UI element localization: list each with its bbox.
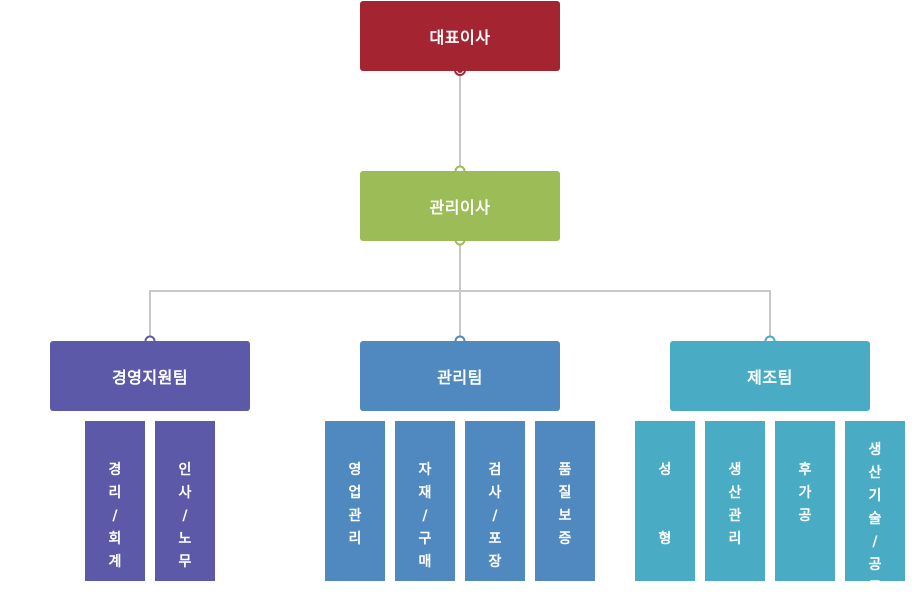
team-admin: 관리팀 <box>360 341 560 411</box>
team-manufacturing: 제조팀 <box>670 341 870 411</box>
team-management-support: 경영지원팀 <box>50 341 250 411</box>
team-label: 경영지원팀 <box>111 368 189 387</box>
ceo-label: 대표이사 <box>429 28 491 47</box>
executive-box: 관리이사 <box>360 171 560 241</box>
ceo-box: 대표이사 <box>360 1 560 71</box>
team-label: 관리팀 <box>437 368 483 387</box>
connector-team-bar <box>149 290 771 341</box>
team-label: 제조팀 <box>747 368 793 387</box>
executive-label: 관리이사 <box>429 198 491 217</box>
